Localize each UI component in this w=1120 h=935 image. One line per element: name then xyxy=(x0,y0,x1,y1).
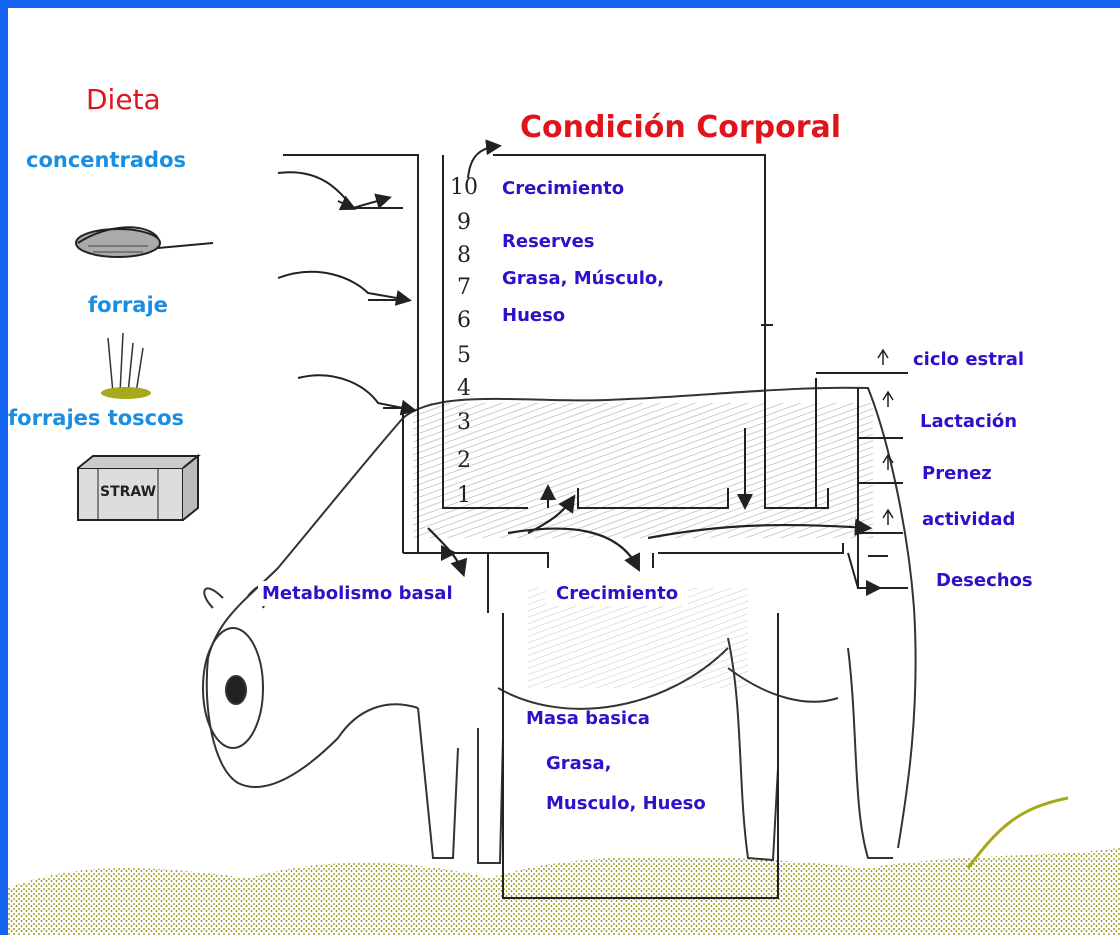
body-condition-box xyxy=(442,154,829,510)
cow-illustration xyxy=(202,386,917,864)
lower-growth-label: Crecimiento xyxy=(546,581,689,606)
bale-label: STRAW xyxy=(100,484,157,500)
output-pregnancy: Prenez xyxy=(922,463,992,484)
basal-mass-box xyxy=(403,543,844,899)
flow-arrows xyxy=(427,494,873,578)
scale-1: 1 xyxy=(457,483,471,508)
forage-grass-icon xyxy=(101,332,151,399)
diet-title: Dieta xyxy=(86,83,161,116)
output-activity: actividad xyxy=(922,509,1016,530)
diet-item-forage: forraje xyxy=(88,293,168,317)
base-mass-detail-1: Grasa, xyxy=(546,753,612,774)
scale-7: 7 xyxy=(457,275,471,300)
cow-energy-flow-diagram xyxy=(8,139,1120,935)
output-waste: Desechos xyxy=(936,570,1033,591)
reserves-detail-1: Grasa, Músculo, xyxy=(502,268,665,289)
scale-6: 6 xyxy=(457,308,471,333)
scale-4: 4 xyxy=(457,376,471,401)
scale-9: 9 xyxy=(457,210,471,235)
output-lactation: Lactación xyxy=(920,411,1018,432)
scale-5: 5 xyxy=(457,343,471,368)
scale-10: 10 xyxy=(450,175,478,200)
base-mass-detail-2: Musculo, Hueso xyxy=(546,793,706,814)
page-title: Condición Corporal xyxy=(520,110,842,145)
straw-bale-icon xyxy=(77,453,201,521)
scale-2: 2 xyxy=(457,448,471,473)
upper-growth-label: Crecimiento xyxy=(502,178,625,199)
diagram-canvas: Dieta concentrados forraje forrajes tosc… xyxy=(8,8,1120,935)
diet-item-rough-forage: forrajes toscos xyxy=(8,406,185,430)
scale-8: 8 xyxy=(457,243,471,268)
diet-item-concentrates: concentrados xyxy=(26,148,186,172)
scale-3: 3 xyxy=(457,410,471,435)
reserves-label: Reserves xyxy=(502,231,595,252)
reserves-detail-2: Hueso xyxy=(502,305,566,326)
output-estrous-cycle: ciclo estral xyxy=(913,349,1025,370)
base-mass-label: Masa basica xyxy=(526,708,650,729)
grass-ground xyxy=(8,848,1120,935)
output-ladder xyxy=(815,372,908,596)
basal-metabolism-label: Metabolismo basal xyxy=(258,581,457,606)
concentrate-feed-icon xyxy=(75,226,214,258)
diet-input-arrows xyxy=(277,171,417,416)
